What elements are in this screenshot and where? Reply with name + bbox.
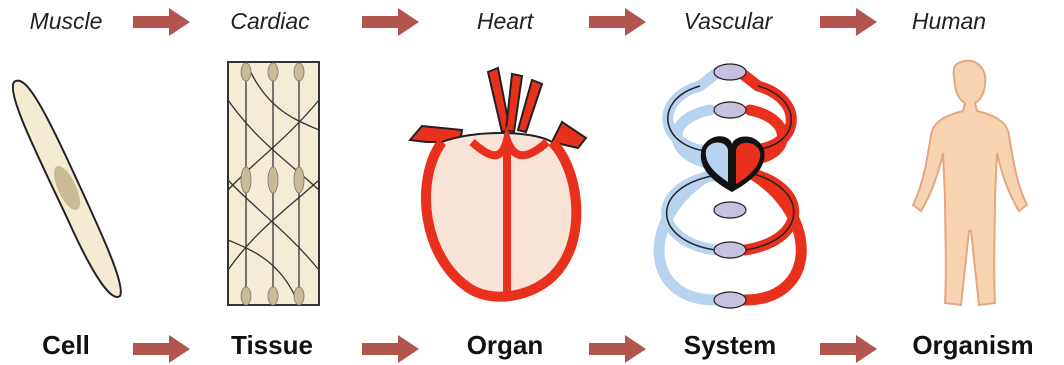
label-human: Human — [912, 8, 986, 35]
human-figure-illustration — [905, 55, 1035, 315]
label-organism: Organism — [912, 330, 1033, 361]
arrow-top-3 — [589, 7, 647, 37]
arrow-bottom-3 — [589, 334, 647, 364]
vascular-system-illustration — [640, 60, 820, 310]
label-cardiac: Cardiac — [230, 8, 309, 35]
label-vascular: Vascular — [684, 8, 773, 35]
heart-illustration — [402, 60, 592, 305]
label-cell: Cell — [42, 330, 90, 361]
arrow-bottom-2 — [362, 334, 420, 364]
label-heart: Heart — [477, 8, 533, 35]
cardiac-tissue-illustration — [226, 60, 321, 307]
label-tissue: Tissue — [231, 330, 313, 361]
arrow-top-2 — [362, 7, 420, 37]
arrow-top-4 — [820, 7, 878, 37]
label-system: System — [684, 330, 777, 361]
arrow-top-1 — [133, 7, 191, 37]
arrow-bottom-4 — [820, 334, 878, 364]
arrow-bottom-1 — [133, 334, 191, 364]
muscle-cell-illustration — [0, 70, 140, 310]
label-organ: Organ — [467, 330, 544, 361]
label-muscle: Muscle — [30, 8, 103, 35]
